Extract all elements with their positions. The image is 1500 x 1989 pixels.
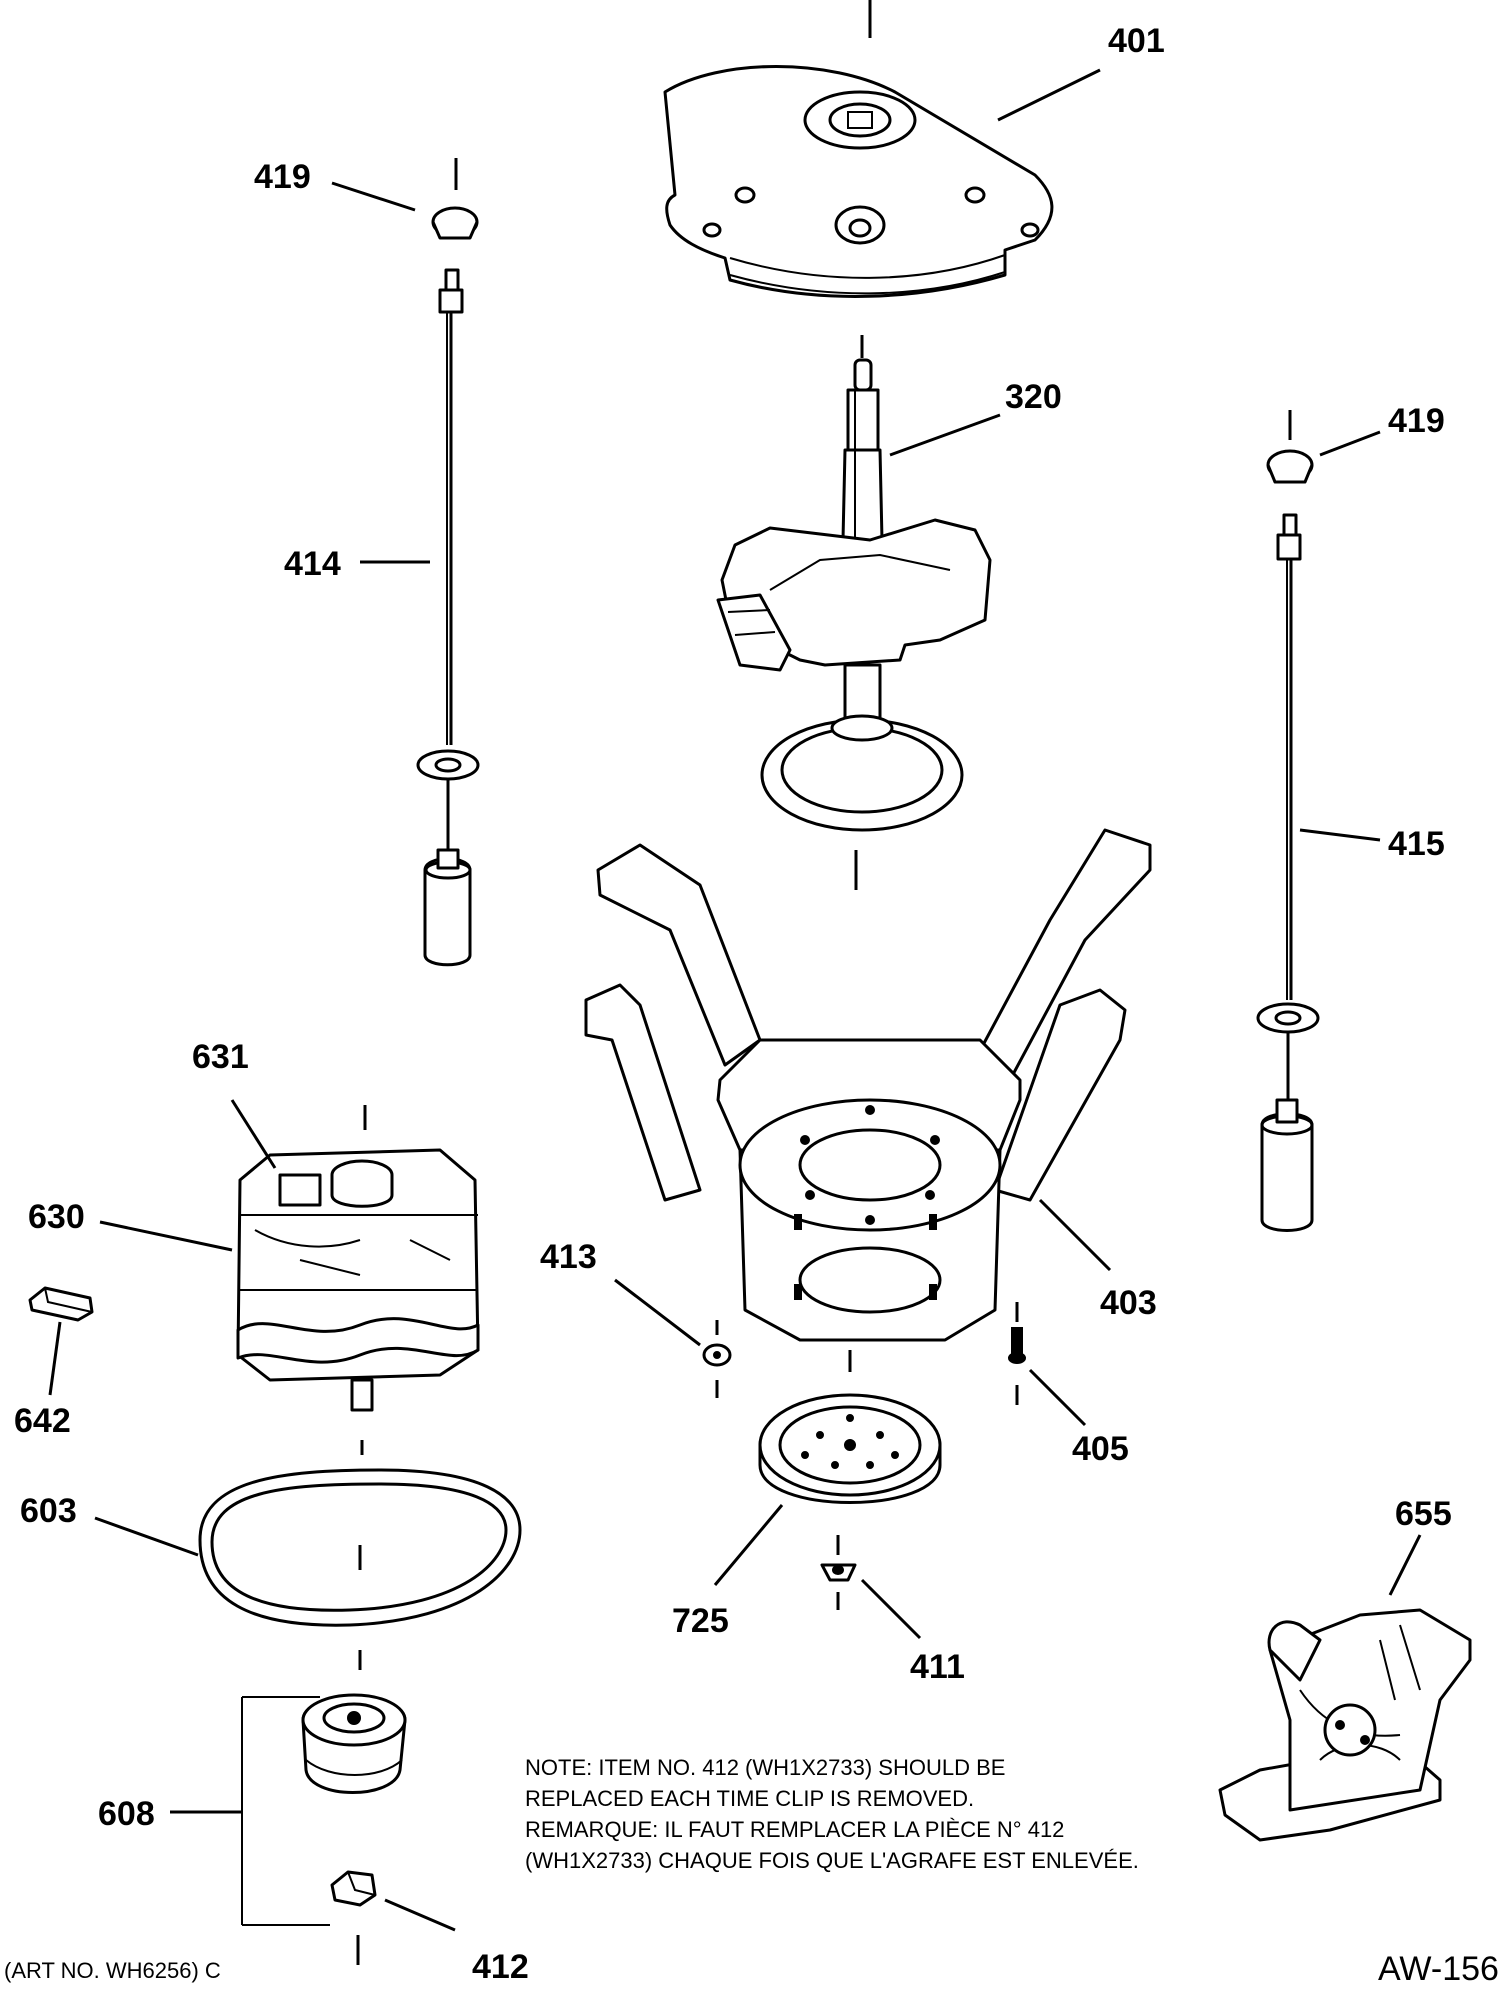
label-419-left: 419: [254, 158, 311, 196]
part-412-clip: [330, 1870, 377, 1965]
leader-401: [997, 68, 1101, 122]
leader-411: [860, 1578, 922, 1640]
leader-655: [1388, 1534, 1422, 1596]
label-630: 630: [28, 1198, 85, 1236]
label-320: 320: [1005, 378, 1062, 416]
label-608: 608: [98, 1795, 155, 1833]
note-line-4: (WH1X2733) CHAQUE FOIS QUE L'AGRAFE EST …: [525, 1848, 1139, 1873]
leader-630: [99, 1220, 233, 1252]
leader-631: [230, 1099, 277, 1169]
label-415: 415: [1388, 825, 1445, 863]
label-631: 631: [192, 1038, 249, 1076]
label-725: 725: [672, 1602, 729, 1640]
label-401: 401: [1108, 22, 1165, 60]
label-411: 411: [910, 1648, 965, 1686]
part-655-pump: [1218, 1608, 1472, 1842]
leader-642: [48, 1321, 62, 1396]
replacement-note: NOTE: ITEM NO. 412 (WH1X2733) SHOULD BE …: [525, 1755, 1139, 1873]
label-419-right: 419: [1388, 402, 1445, 440]
label-413: 413: [540, 1238, 597, 1276]
part-415-suspension-rod: [1256, 513, 1320, 1232]
note-line-1: NOTE: ITEM NO. 412 (WH1X2733) SHOULD BE: [525, 1755, 1005, 1780]
label-603: 603: [20, 1492, 77, 1530]
label-414: 414: [284, 545, 341, 583]
leader-419-right: [1319, 430, 1381, 457]
part-413-nut: [702, 1320, 732, 1398]
leader-725: [713, 1504, 784, 1586]
leader-405: [1028, 1368, 1087, 1427]
note-line-2: REPLACED EACH TIME CLIP IS REMOVED.: [525, 1786, 974, 1811]
part-642: [28, 1286, 94, 1322]
part-401-cover: [663, 0, 1054, 358]
part-725-pulley: [758, 1350, 942, 1504]
label-412: 412: [472, 1948, 529, 1986]
leader-320: [889, 413, 1001, 457]
leader-413: [614, 1278, 701, 1347]
part-403-support-bracket: [584, 828, 1152, 1342]
part-419-left-cap: [431, 158, 479, 240]
label-405: 405: [1072, 1430, 1129, 1468]
diagram-code: AW-156: [1378, 1950, 1499, 1988]
leader-412: [384, 1898, 456, 1932]
part-414-suspension-rod: [416, 268, 480, 967]
label-642: 642: [14, 1402, 71, 1440]
part-603-belt: [198, 1468, 522, 1670]
part-411-clip: [820, 1535, 857, 1610]
part-320-transmission: [716, 358, 992, 890]
part-405-bolt: [1008, 1302, 1026, 1405]
leader-403: [1038, 1198, 1112, 1272]
leader-415: [1299, 828, 1381, 842]
leader-419-left: [331, 181, 416, 212]
part-631-motor: [236, 1105, 480, 1455]
label-655: 655: [1395, 1495, 1452, 1533]
part-608-motor-pulley: [241, 1693, 407, 1926]
label-403: 403: [1100, 1284, 1157, 1322]
art-number: (ART NO. WH6256) C: [4, 1958, 221, 1983]
part-419-right-cap: [1266, 410, 1314, 484]
leader-603: [94, 1516, 199, 1557]
note-line-3: REMARQUE: IL FAUT REMPLACER LA PIÈCE N° …: [525, 1817, 1064, 1842]
